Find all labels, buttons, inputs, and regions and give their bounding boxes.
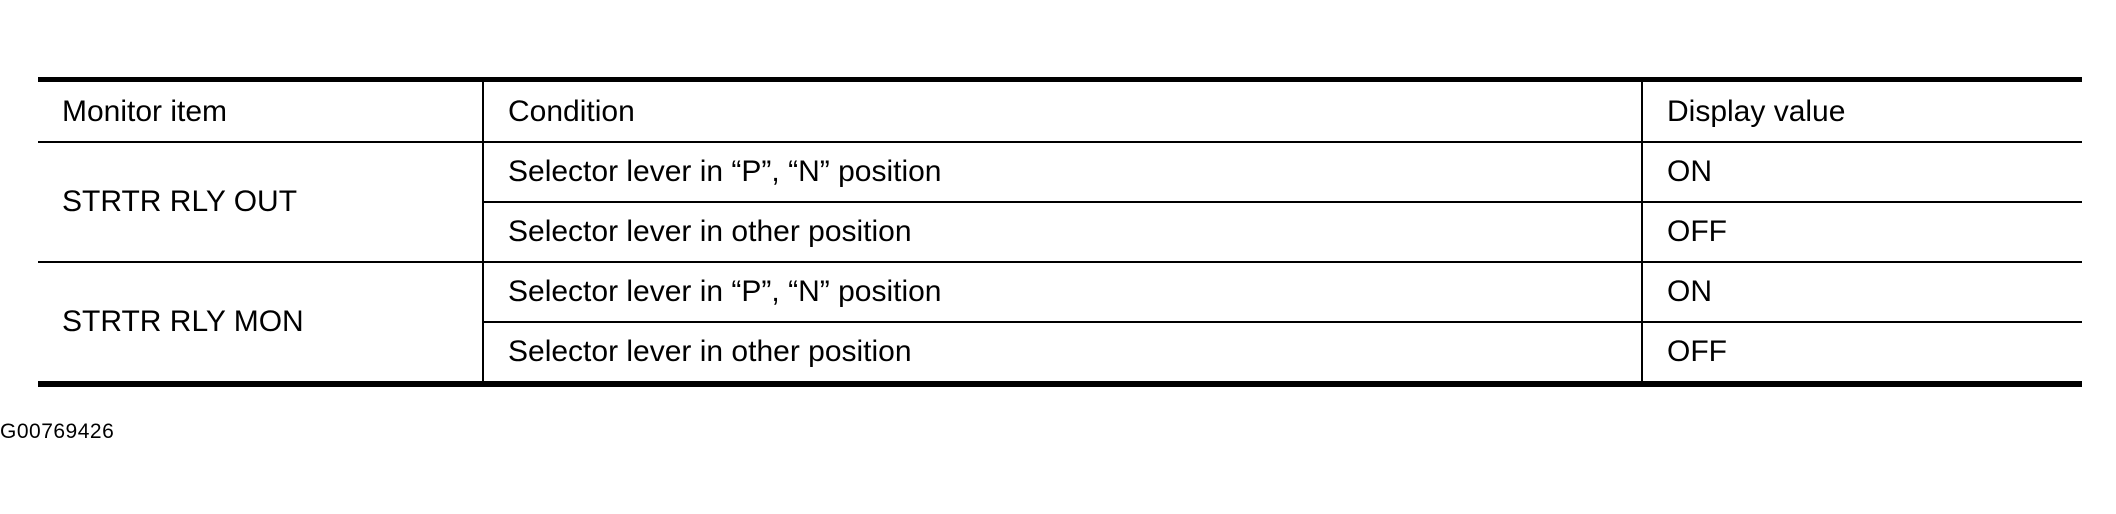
monitor-item-cell: STRTR RLY MON <box>38 262 483 385</box>
table-row: STRTR RLY MON Selector lever in “P”, “N”… <box>38 262 2082 385</box>
header-row: Monitor item Condition Display value <box>38 79 2082 143</box>
table-body: STRTR RLY OUT Selector lever in “P”, “N”… <box>38 142 2082 385</box>
table-row: Selector lever in other position OFF <box>38 202 2082 263</box>
condition-cell: Selector lever in other position <box>482 202 1642 263</box>
condition-cell: Selector lever in other position <box>482 322 1642 385</box>
display-value-cell: ON <box>1641 262 2082 323</box>
display-value-cell: OFF <box>1641 202 2082 263</box>
figure-code: G00769426 <box>0 420 115 443</box>
condition-cell: Selector lever in “P”, “N” position <box>482 262 1642 323</box>
condition-cell: Selector lever in “P”, “N” position <box>482 142 1642 203</box>
display-value-cell: OFF <box>1641 322 2082 385</box>
monitor-item-cell: STRTR RLY OUT <box>38 142 483 263</box>
monitor-table: Monitor item Condition Display value STR… <box>38 77 2082 387</box>
header-display-value: Display value <box>1641 79 2082 143</box>
display-value-cell: ON <box>1641 142 2082 203</box>
table-header: Monitor item Condition Display value <box>38 79 2082 143</box>
header-monitor-item: Monitor item <box>38 79 483 143</box>
table-row: STRTR RLY OUT Selector lever in “P”, “N”… <box>38 142 2082 263</box>
table-row: Selector lever in other position OFF <box>38 322 2082 385</box>
header-condition: Condition <box>482 79 1642 143</box>
